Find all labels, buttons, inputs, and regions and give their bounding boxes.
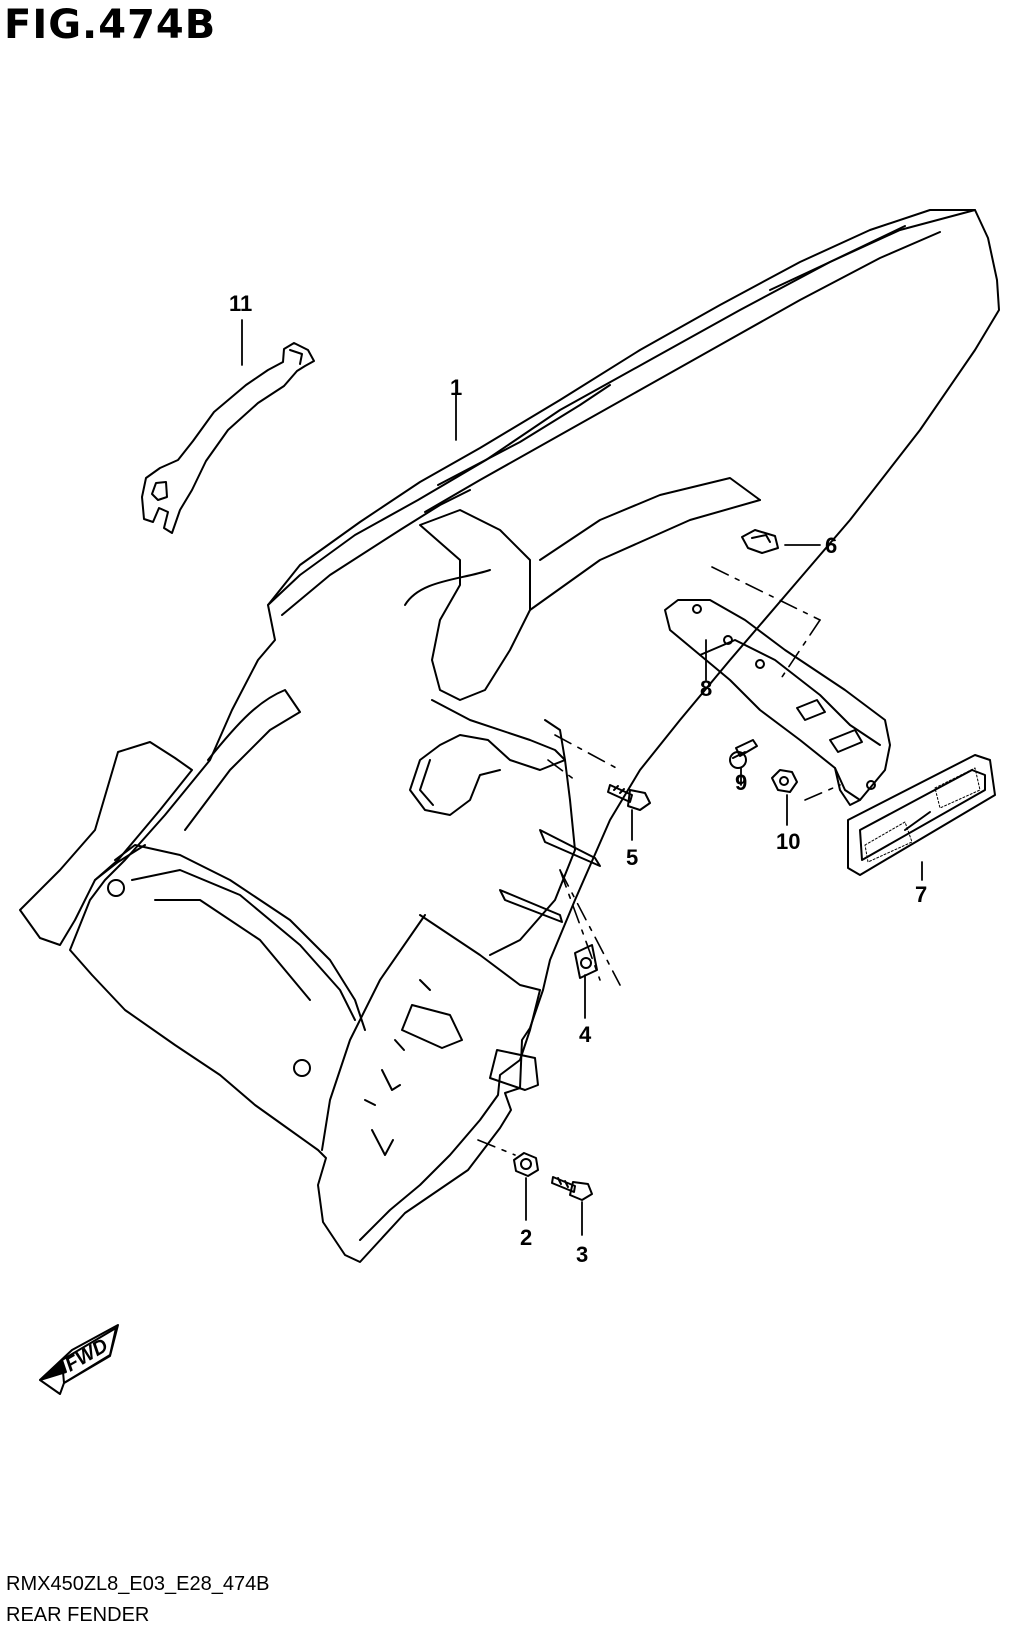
reflector-bracket-part[interactable]: [664, 599, 891, 806]
wrench-tool-part[interactable]: [141, 342, 315, 534]
callout-2: 2: [520, 1225, 532, 1250]
callout-10: 10: [776, 829, 800, 854]
callout-numbers: 1 2 3 4 5 6 7 8 9 10 11: [229, 291, 927, 1267]
callout-6: 6: [825, 533, 837, 558]
callout-leader-lines: [241, 319, 923, 1236]
callout-8: 8: [700, 676, 712, 701]
rear-fender-part[interactable]: [19, 209, 1000, 1263]
clip-nut-part[interactable]: [741, 529, 779, 554]
speed-nut-part[interactable]: [574, 944, 598, 979]
callout-11: 11: [229, 291, 252, 316]
nut-part[interactable]: [771, 769, 798, 793]
reflector-part[interactable]: [847, 754, 996, 876]
flange-bolt-part[interactable]: [607, 784, 651, 811]
flange-nut-part[interactable]: [513, 1152, 539, 1177]
forward-arrow-icon: FWD: [39, 1324, 119, 1395]
screw-part[interactable]: [729, 739, 758, 769]
callout-5: 5: [626, 845, 638, 870]
assembly-dashed-lines: [477, 566, 841, 1156]
hex-bolt-part[interactable]: [551, 1176, 593, 1201]
callout-4: 4: [579, 1022, 592, 1047]
callout-7: 7: [915, 882, 927, 907]
diagram-section-name: REAR FENDER: [6, 1604, 150, 1626]
diagram-model-code: RMX450ZL8_E03_E28_474B: [6, 1573, 270, 1595]
callout-3: 3: [576, 1242, 588, 1267]
callout-1: 1: [450, 375, 462, 400]
figure-title: FIG.474B: [4, 2, 217, 48]
callout-9: 9: [735, 770, 747, 795]
